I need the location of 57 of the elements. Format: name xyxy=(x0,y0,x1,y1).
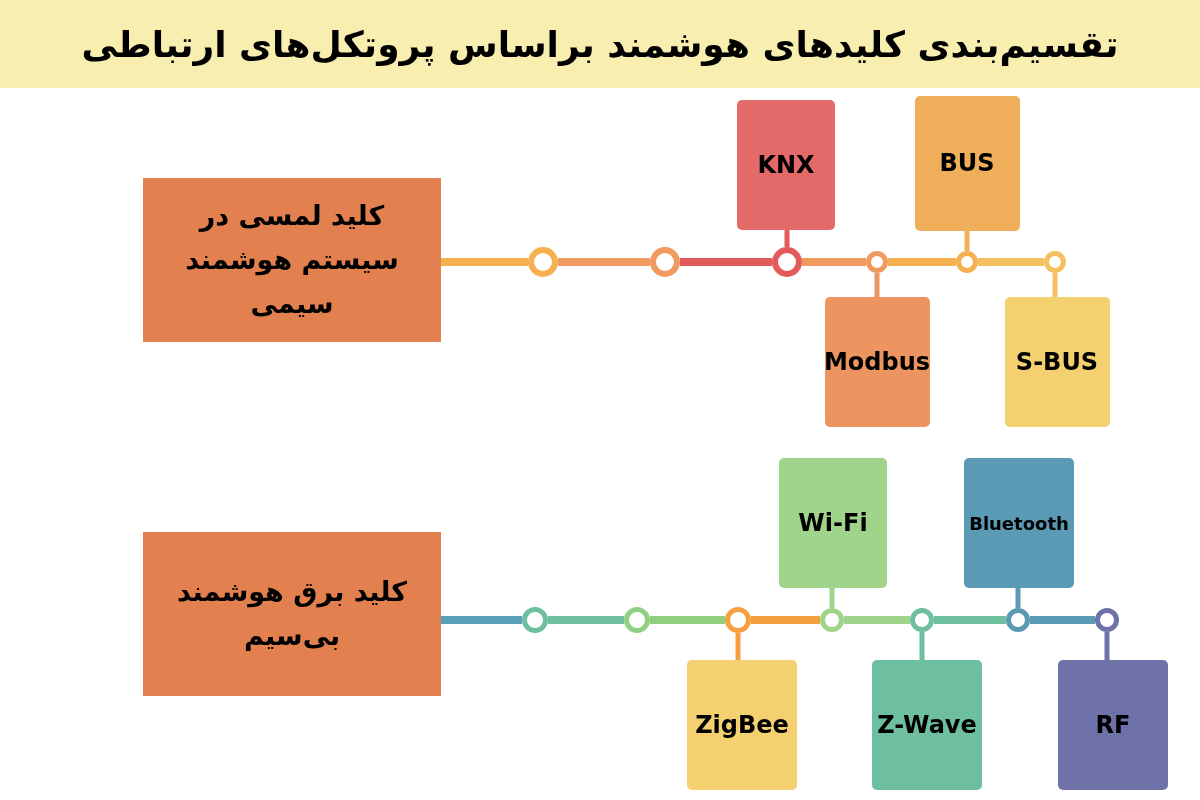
timeline-circle xyxy=(1006,608,1030,632)
timeline-segment xyxy=(802,258,866,266)
timeline-circle xyxy=(725,607,751,633)
timeline-circle xyxy=(522,607,548,633)
timeline-segment xyxy=(558,258,650,266)
timeline-segment xyxy=(650,616,725,624)
protocol-card xyxy=(687,660,797,790)
connector-stem xyxy=(1052,273,1058,297)
timeline-segment xyxy=(751,616,820,624)
timeline-segment xyxy=(548,616,624,624)
timeline-circle xyxy=(820,608,844,632)
timeline-circle xyxy=(772,247,802,277)
protocol-card xyxy=(964,458,1074,588)
title: تقسیم‌بندی کلیدهای هوشمند براساس پروتکل‌های ارتباطی xyxy=(81,23,1119,65)
timeline-circle xyxy=(1044,251,1066,273)
timeline-segment xyxy=(1030,616,1095,624)
timeline-circle xyxy=(528,247,558,277)
timeline-circle xyxy=(650,247,680,277)
protocol-card xyxy=(737,100,835,230)
connector-stem xyxy=(829,588,835,608)
protocol-label: Wi-Fi xyxy=(798,509,868,537)
protocol-card xyxy=(872,660,982,790)
protocol-label: RF xyxy=(1095,711,1131,739)
protocol-label: Modbus xyxy=(823,348,931,376)
connector-stem xyxy=(1015,588,1021,608)
protocol-label: Z-Wave xyxy=(877,711,977,739)
connector-stem xyxy=(964,230,970,251)
timeline-circle xyxy=(910,608,934,632)
protocol-label: BUS xyxy=(939,149,995,177)
protocol-card xyxy=(1004,297,1110,427)
protocol-card xyxy=(824,297,930,427)
timeline-circle xyxy=(866,251,888,273)
protocol-label: ZigBee xyxy=(695,711,789,739)
timeline-circle xyxy=(624,607,650,633)
timeline-segment xyxy=(888,258,956,266)
connector-stem xyxy=(919,632,925,660)
connector-stem xyxy=(1104,632,1110,660)
timeline-segment xyxy=(680,258,772,266)
protocol-label: S-BUS xyxy=(1015,348,1099,376)
category-label: کلید لمسی در سیستم هوشمند سیمی xyxy=(184,199,400,321)
category-label: کلید برق هوشمند بی‌سیم xyxy=(175,575,409,653)
protocol-card xyxy=(1058,660,1168,790)
category-box xyxy=(143,532,441,696)
connector-stem xyxy=(874,273,880,297)
timeline-segment xyxy=(441,616,522,624)
protocol-card xyxy=(779,458,887,588)
connector-stem xyxy=(784,230,790,247)
timeline-segment xyxy=(441,258,528,266)
timeline-segment xyxy=(978,258,1044,266)
timeline-segment xyxy=(844,616,910,624)
protocol-card xyxy=(914,95,1020,231)
timeline-circle xyxy=(1095,608,1119,632)
protocol-label: KNX xyxy=(757,151,815,179)
timeline-circle xyxy=(956,251,978,273)
category-box xyxy=(143,178,441,342)
protocol-label: Bluetooth xyxy=(969,512,1069,534)
timeline-segment xyxy=(934,616,1006,624)
